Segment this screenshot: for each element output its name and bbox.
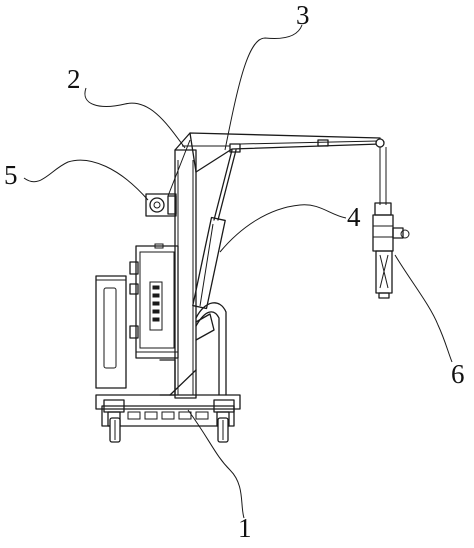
callout-2: 2 xyxy=(67,64,81,94)
callout-6: 6 xyxy=(451,359,465,389)
left-caster-wheel xyxy=(103,399,125,443)
callout-5: 5 xyxy=(4,160,18,190)
counterweight-box xyxy=(95,275,127,389)
callout-3: 3 xyxy=(296,0,310,30)
leader-lines xyxy=(23,24,453,519)
winch-unit xyxy=(145,193,177,217)
boom-arm xyxy=(167,132,385,197)
right-caster-wheel xyxy=(213,399,235,443)
hoist-gripper xyxy=(372,147,410,299)
mast-column xyxy=(159,149,197,399)
lift-cylinder xyxy=(192,149,237,310)
control-cabinet xyxy=(129,243,179,359)
callout-1: 1 xyxy=(238,513,252,543)
callout-4: 4 xyxy=(347,202,361,232)
rear-handle-frame xyxy=(195,302,227,396)
